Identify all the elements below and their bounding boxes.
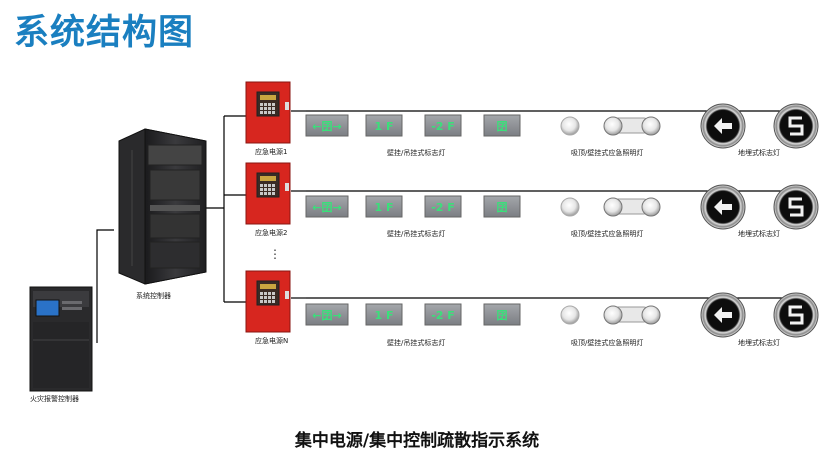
- ceiling-lamp: [560, 116, 580, 136]
- emergency-power-box: [245, 81, 291, 144]
- left-arrow-icon: [714, 118, 732, 134]
- power-row: 应急电源N ←囝→ 1 F -2 F 囝壁挂/吊挂式标志灯 吸顶/壁挂式应急照明灯 地埋式标…: [245, 270, 819, 347]
- sign-text: ←囝→: [312, 119, 341, 133]
- wall-sign: 1 F: [365, 195, 403, 218]
- twin-emergency-light: [603, 197, 661, 217]
- sign-text: 囝: [497, 119, 508, 133]
- power-label: 应急电源N: [255, 336, 288, 345]
- ellipsis: ⋮: [269, 247, 281, 261]
- ceiling-light-label: 吸顶/壁挂式应急照明灯: [571, 338, 643, 347]
- floor-sign-label: 地埋式标志灯: [738, 229, 780, 238]
- wall-sign: ←囝→: [305, 114, 349, 137]
- wiring: [96, 110, 306, 343]
- sign-text: ←囝→: [312, 200, 341, 214]
- floor-sign: [700, 184, 746, 230]
- wall-sign: 囝: [483, 303, 521, 326]
- twin-emergency-light: [603, 116, 661, 136]
- u-turn-arrow-icon: [788, 305, 804, 325]
- wall-sign: ←囝→: [305, 195, 349, 218]
- twin-emergency-light: [603, 305, 661, 325]
- wall-sign-label: 壁挂/吊挂式标志灯: [387, 229, 445, 238]
- power-label: 应急电源2: [255, 228, 287, 237]
- floor-sign-label: 地埋式标志灯: [738, 338, 780, 347]
- sign-text: -2 F: [431, 120, 455, 133]
- sign-text: ←囝→: [312, 308, 341, 322]
- emergency-power-box: [245, 270, 291, 333]
- left-arrow-icon: [714, 199, 732, 215]
- sign-text: 1 F: [375, 201, 394, 214]
- diagram-caption: 集中电源/集中控制疏散指示系统: [294, 431, 540, 451]
- system-controller: 系统控制器: [118, 128, 207, 300]
- sign-text: 囝: [497, 308, 508, 322]
- sign-text: 1 F: [375, 309, 394, 322]
- page-title: 系统结构图: [14, 13, 195, 53]
- sign-text: 囝: [497, 200, 508, 214]
- floor-sign: [773, 292, 819, 338]
- controller-screen: [35, 299, 60, 317]
- wall-sign-label: 壁挂/吊挂式标志灯: [387, 148, 445, 157]
- floor-sign: [700, 292, 746, 338]
- sign-text: -2 F: [431, 201, 455, 214]
- power-label: 应急电源1: [255, 147, 287, 156]
- wall-sign: ←囝→: [305, 303, 349, 326]
- floor-sign: [700, 103, 746, 149]
- power-row: 应急电源1 ←囝→ 1 F -2 F 囝壁挂/吊挂式标志灯 吸顶/壁挂式应急照明灯 地埋式标…: [245, 81, 819, 157]
- sign-text: -2 F: [431, 309, 455, 322]
- wall-sign: -2 F: [424, 303, 462, 326]
- system-controller-label: 系统控制器: [136, 291, 171, 300]
- ceiling-lamp: [560, 197, 580, 217]
- sign-text: 1 F: [375, 120, 394, 133]
- wall-sign: 1 F: [365, 303, 403, 326]
- u-turn-arrow-icon: [788, 197, 804, 217]
- ceiling-lamp: [560, 305, 580, 325]
- wall-sign: 囝: [483, 195, 521, 218]
- emergency-power-box: [245, 162, 291, 225]
- floor-sign: [773, 184, 819, 230]
- wall-sign-label: 壁挂/吊挂式标志灯: [387, 338, 445, 347]
- wall-sign: -2 F: [424, 195, 462, 218]
- fire-alarm-controller-label: 火灾报警控制器: [30, 394, 79, 403]
- power-row: 应急电源2 ←囝→ 1 F -2 F 囝壁挂/吊挂式标志灯 吸顶/壁挂式应急照明灯 地埋式标…: [245, 162, 819, 238]
- wall-sign: 1 F: [365, 114, 403, 137]
- u-turn-arrow-icon: [788, 116, 804, 136]
- floor-sign: [773, 103, 819, 149]
- ceiling-light-label: 吸顶/壁挂式应急照明灯: [571, 148, 643, 157]
- fire-alarm-controller: 火灾报警控制器: [29, 286, 93, 403]
- left-arrow-icon: [714, 307, 732, 323]
- wall-sign: -2 F: [424, 114, 462, 137]
- floor-sign-label: 地埋式标志灯: [738, 148, 780, 157]
- wall-sign: 囝: [483, 114, 521, 137]
- ceiling-light-label: 吸顶/壁挂式应急照明灯: [571, 229, 643, 238]
